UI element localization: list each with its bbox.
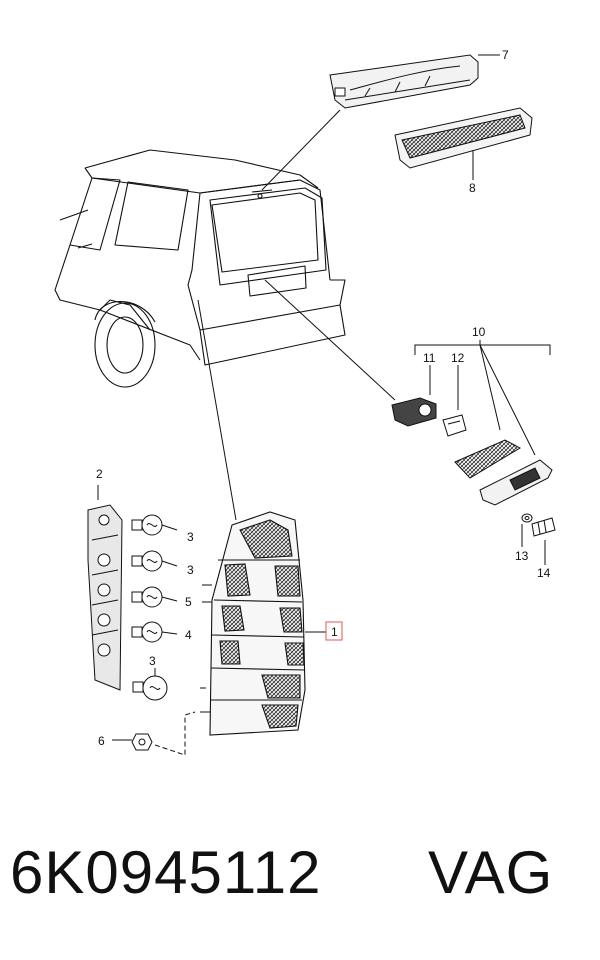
- plate-light-group-bracket: [414, 340, 551, 456]
- callout-3c: 3: [149, 654, 156, 668]
- callout-6: 6: [98, 734, 105, 748]
- plate-lamp-housing: [454, 439, 553, 506]
- callout-1: 1: [331, 625, 338, 639]
- bulbs-group: [131, 514, 178, 701]
- tail-light-part-1: [200, 511, 326, 736]
- bulb-5: [131, 586, 178, 608]
- brake-light-part-7: [329, 54, 500, 109]
- callout-13: 13: [515, 549, 529, 563]
- brand-label: VAG: [428, 839, 554, 906]
- callout-4: 4: [185, 628, 192, 642]
- callout-11: 11: [423, 351, 436, 365]
- washer-part-13: [521, 513, 533, 547]
- car-illustration: [54, 149, 346, 388]
- callout-3b: 3: [187, 563, 194, 577]
- callout-10: 10: [472, 325, 486, 339]
- bulb-holder-part-2: [87, 485, 123, 691]
- leader-lines: [197, 109, 396, 521]
- bulb-3c: [132, 668, 168, 701]
- callout-7: 7: [502, 48, 509, 62]
- callout-2: 2: [96, 467, 103, 481]
- nut-part-6: [112, 711, 196, 756]
- callout-8: 8: [469, 181, 476, 195]
- callout-14: 14: [537, 566, 551, 580]
- bulb-socket-part-11: [391, 397, 437, 427]
- callout-5: 5: [185, 595, 192, 609]
- bulb-3b: [131, 550, 178, 572]
- parts-diagram: 7 8 10 11 12 13: [54, 48, 556, 756]
- callout-3a: 3: [187, 530, 194, 544]
- brake-light-lens-part-8: [394, 107, 533, 180]
- bulb-4: [131, 621, 178, 643]
- part-number: 6K0945112: [10, 839, 322, 906]
- bulb-3a: [131, 514, 178, 536]
- callout-1-highlight: [325, 621, 343, 641]
- screw-part-14: [531, 517, 556, 565]
- callout-12: 12: [451, 351, 465, 365]
- bulb-part-12: [442, 414, 467, 437]
